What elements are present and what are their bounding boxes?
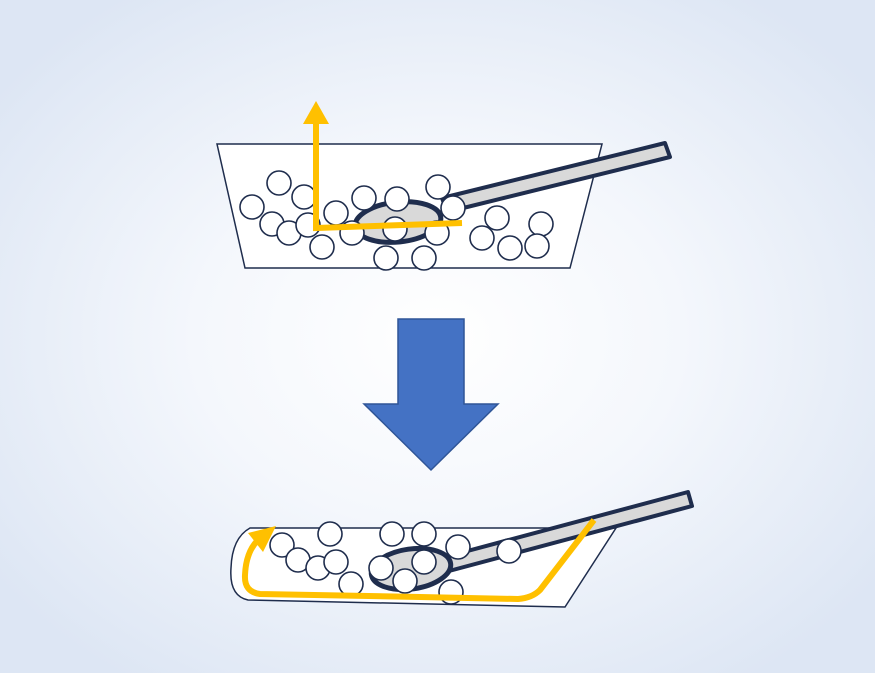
particle: [392, 568, 418, 594]
particle: [411, 549, 437, 575]
top-path-arrowhead: [303, 101, 329, 124]
bottom-panel: [230, 490, 694, 608]
particle: [440, 195, 466, 221]
particle: [323, 200, 349, 226]
particle: [309, 234, 335, 260]
particle: [368, 555, 394, 581]
top-path-arrow: [313, 122, 463, 232]
bottom-path-arrowhead: [248, 526, 276, 552]
particle: [497, 235, 523, 261]
particle: [351, 185, 377, 211]
particle: [496, 538, 522, 564]
particle: [291, 184, 317, 210]
particle: [317, 521, 343, 547]
transition-arrow: [362, 318, 500, 472]
particle: [323, 549, 349, 575]
particle: [269, 532, 295, 558]
particle: [239, 194, 265, 220]
particle: [266, 170, 292, 196]
particle: [425, 174, 451, 200]
particle: [373, 245, 399, 271]
particle: [484, 205, 510, 231]
particle: [411, 521, 437, 547]
bottom-path-arrow: [241, 518, 597, 602]
particle: [528, 211, 554, 237]
particle: [379, 521, 405, 547]
particle: [445, 534, 471, 560]
particle: [469, 225, 495, 251]
top-panel: [216, 101, 672, 271]
top-particles: [239, 170, 554, 271]
particle: [411, 245, 437, 271]
particle: [338, 571, 364, 597]
particle: [384, 186, 410, 212]
particle: [382, 216, 408, 242]
particle: [524, 233, 550, 259]
